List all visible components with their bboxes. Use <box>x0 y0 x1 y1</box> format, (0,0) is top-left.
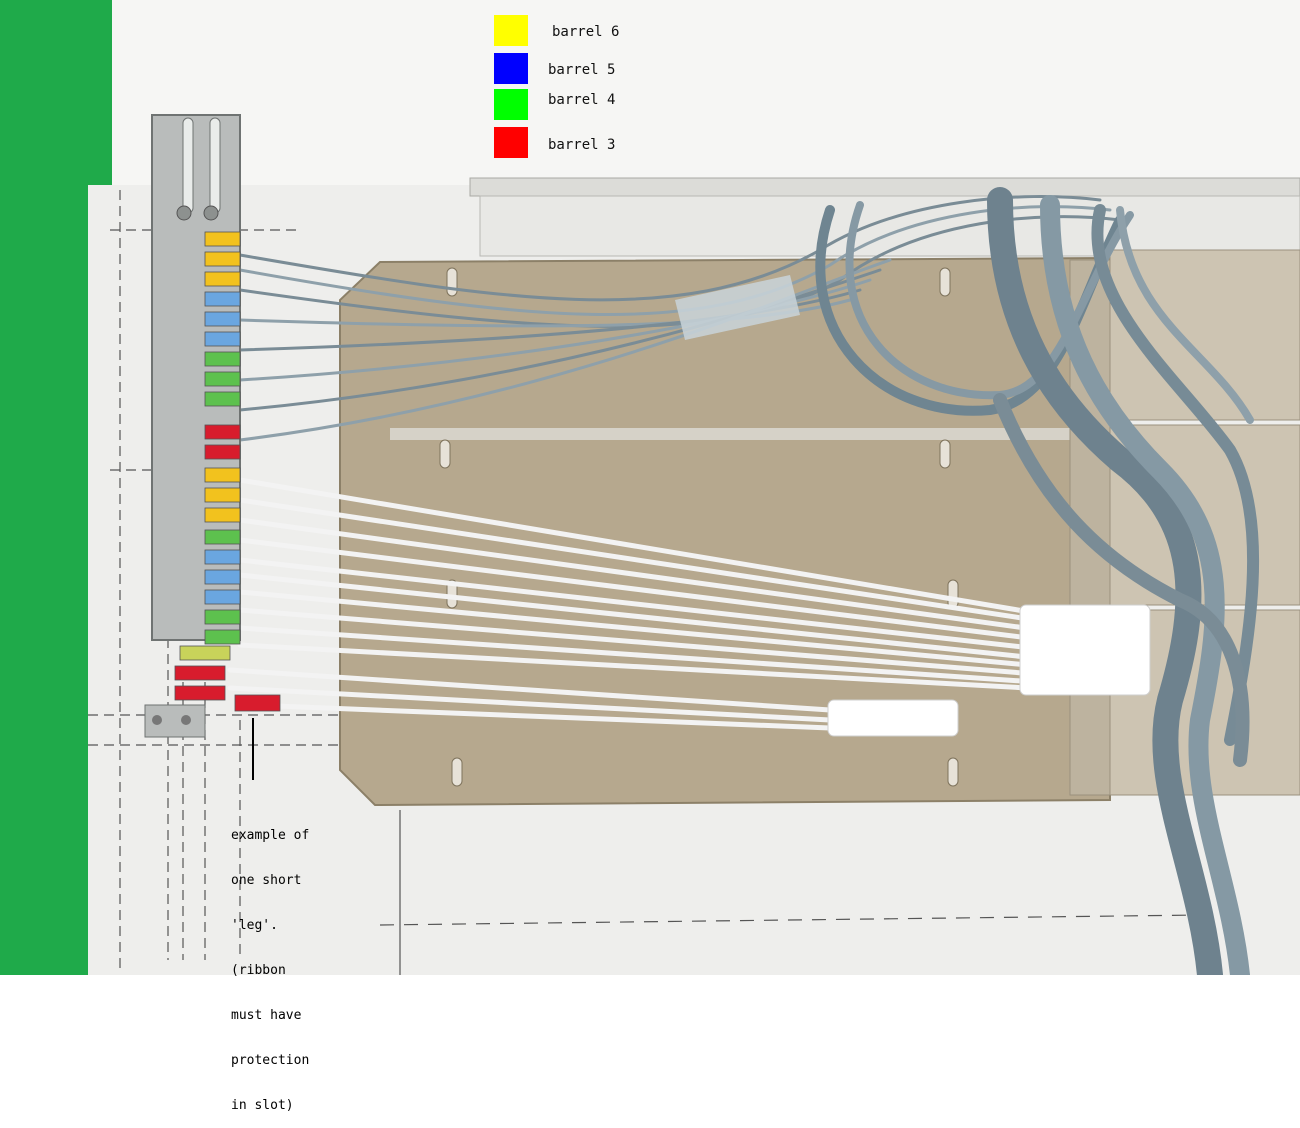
dashed-drawing-lines <box>88 190 1201 975</box>
annotation-line: 'leg'. <box>231 918 278 933</box>
legend-label-barrel-3: barrel 3 <box>548 137 616 153</box>
legend-label-barrel-5: barrel 5 <box>548 62 616 78</box>
legend-swatch-barrel-4 <box>494 89 528 120</box>
white-wires <box>227 477 1068 731</box>
legend-label-barrel-4: barrel 4 <box>548 92 616 108</box>
legend-swatch-barrel-3 <box>494 127 528 158</box>
leg-annotation: example of one short 'leg'. (ribbon must… <box>231 798 309 1128</box>
top-rail <box>469 177 1300 257</box>
annotation-line: one short <box>231 873 302 888</box>
annotation-line: example of <box>231 828 310 843</box>
barrel-pins <box>174 231 281 712</box>
annotation-line: protection <box>231 1053 310 1068</box>
legend-label-barrel-6: barrel 6 <box>552 24 620 40</box>
photo-scene <box>0 0 1300 975</box>
annotation-line: (ribbon <box>231 963 286 978</box>
legend-swatch-barrel-5 <box>494 53 528 84</box>
wire-sleeves <box>827 604 1151 737</box>
annotation-line: must have <box>231 1008 302 1023</box>
tape-wrap <box>675 275 800 340</box>
ribbon-cables <box>238 187 1260 975</box>
legend-swatch-barrel-6 <box>494 15 528 46</box>
annotation-line: in slot) <box>231 1098 294 1113</box>
